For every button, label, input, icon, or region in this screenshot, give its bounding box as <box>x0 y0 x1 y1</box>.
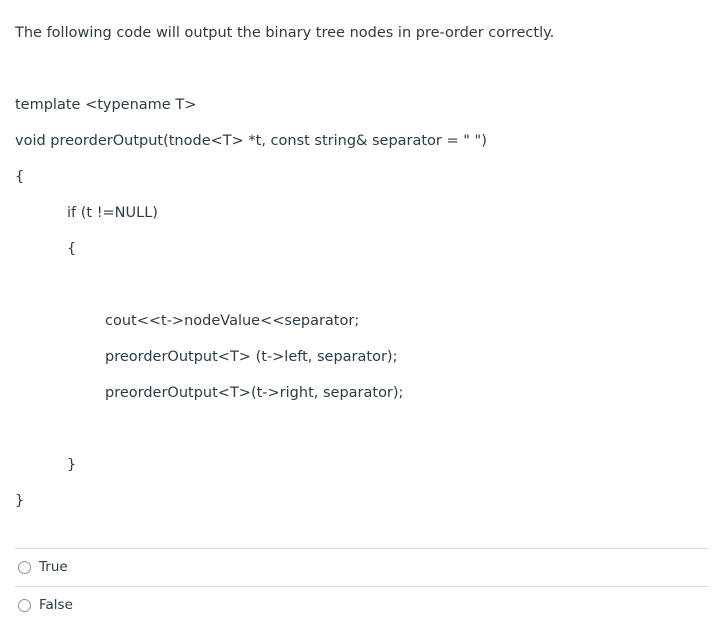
answer-option-true[interactable]: True <box>18 557 68 577</box>
code-line-close-brace: } <box>15 493 25 509</box>
code-line-template: template <typename T> <box>15 97 197 113</box>
code-line-signature: void preorderOutput(tnode<T> *t, const s… <box>15 133 487 149</box>
radio-button[interactable] <box>18 598 31 612</box>
answer-label: False <box>39 597 73 613</box>
answer-divider <box>15 548 709 549</box>
code-line-if: if (t !=NULL) <box>67 205 158 221</box>
radio-button[interactable] <box>18 560 31 574</box>
code-line-left-call: preorderOutput<T> (t->left, separator); <box>105 349 398 365</box>
code-line-if-open-brace: { <box>67 241 77 257</box>
answer-option-false[interactable]: False <box>18 595 73 615</box>
code-line-open-brace: { <box>15 169 25 185</box>
answer-label: True <box>39 559 68 575</box>
answer-divider <box>15 586 709 587</box>
question-text: The following code will output the binar… <box>15 25 555 41</box>
code-line-right-call: preorderOutput<T>(t->right, separator); <box>105 385 404 401</box>
code-line-if-close-brace: } <box>67 457 77 473</box>
code-line-cout: cout<<t->nodeValue<<separator; <box>105 313 360 329</box>
